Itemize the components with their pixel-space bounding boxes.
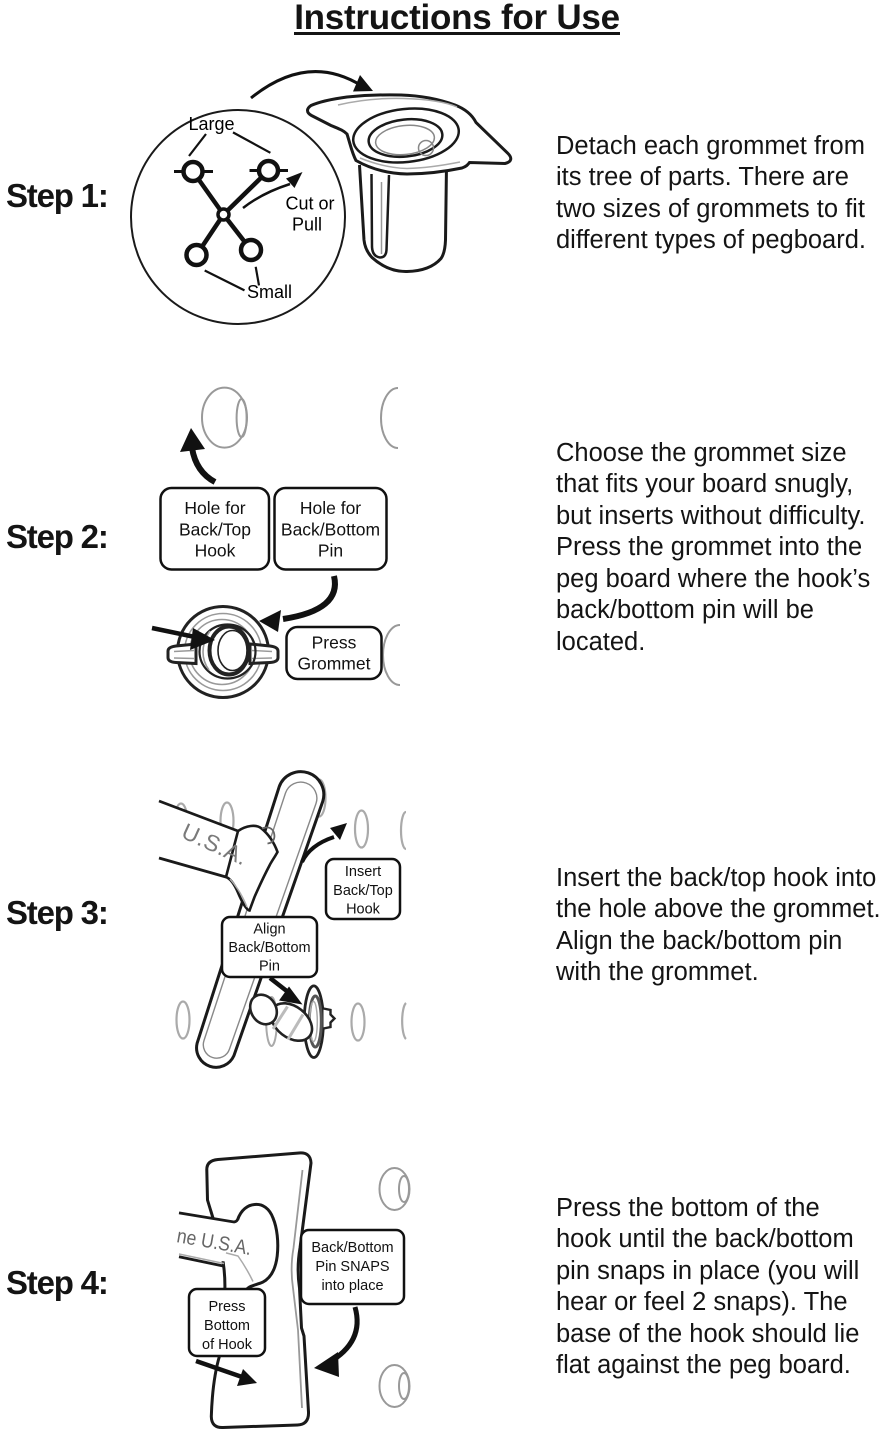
svg-text:Pin: Pin: [318, 541, 343, 561]
svg-text:Insert: Insert: [345, 864, 381, 880]
svg-text:Hook: Hook: [195, 541, 236, 561]
svg-text:Press: Press: [312, 633, 357, 653]
svg-text:Hook: Hook: [346, 902, 381, 918]
svg-text:Back/Bottom: Back/Bottom: [311, 1240, 393, 1256]
svg-text:Cut or: Cut or: [286, 194, 335, 214]
svg-text:Hole for: Hole for: [184, 498, 245, 518]
svg-text:Back/Top: Back/Top: [333, 883, 393, 899]
svg-text:Large: Large: [189, 114, 235, 134]
svg-text:into place: into place: [321, 1278, 383, 1294]
svg-text:Pin SNAPS: Pin SNAPS: [315, 1259, 389, 1275]
svg-text:Small: Small: [247, 282, 292, 302]
svg-text:Pull: Pull: [292, 215, 322, 235]
svg-text:Hole for: Hole for: [300, 498, 361, 518]
svg-text:Press: Press: [208, 1299, 245, 1315]
svg-text:Align: Align: [253, 922, 285, 938]
svg-text:Bottom: Bottom: [204, 1318, 250, 1334]
svg-text:Pin: Pin: [259, 959, 280, 975]
svg-text:Grommet: Grommet: [298, 654, 371, 674]
svg-text:of Hook: of Hook: [202, 1337, 253, 1353]
svg-text:Back/Bottom: Back/Bottom: [228, 940, 310, 956]
svg-text:Back/Bottom: Back/Bottom: [281, 520, 380, 540]
svg-text:Back/Top: Back/Top: [179, 520, 251, 540]
